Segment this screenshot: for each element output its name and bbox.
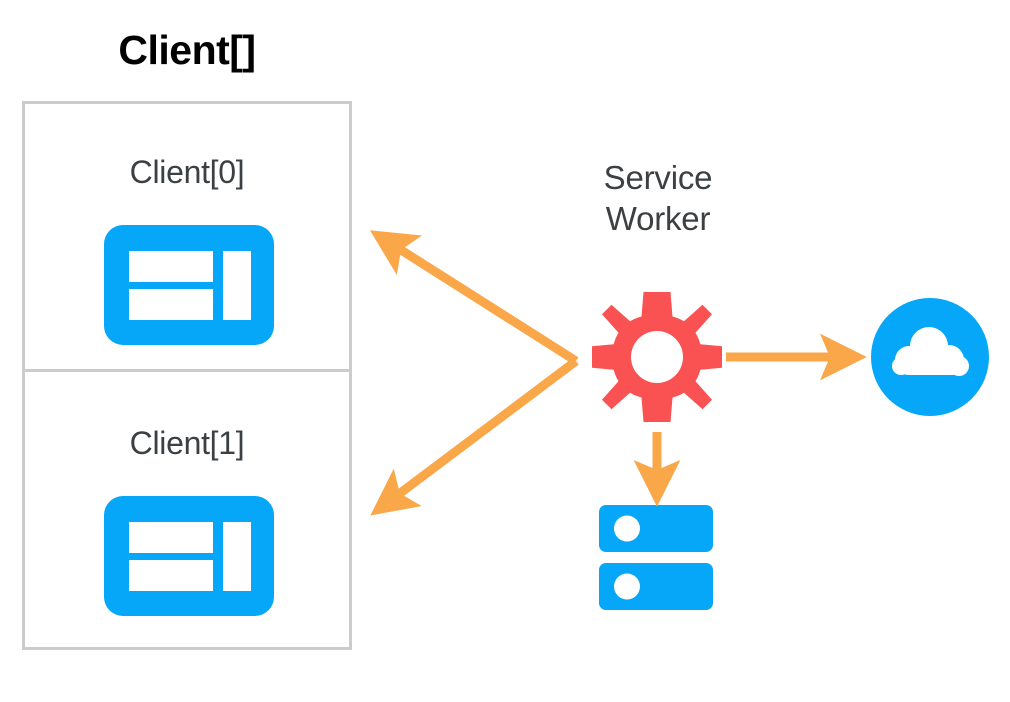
browser-window-icon [104, 225, 274, 345]
client-0-label: Client[0] [129, 154, 245, 190]
service-worker-label: Service Worker [538, 157, 778, 239]
arrow-service-worker-to-client-0 [369, 230, 579, 365]
server-database-icon [599, 505, 715, 611]
arrow-service-worker-to-client-1 [370, 357, 579, 516]
clients-array-title: Client[] [118, 27, 256, 73]
gear-icon [592, 292, 722, 422]
browser-window-icon [104, 496, 274, 616]
service-worker-label-line-2: Worker [605, 200, 711, 237]
client-cell-1[interactable]: Client[1] [25, 375, 349, 643]
service-worker-label-line-1: Service [603, 159, 713, 196]
clients-array-box: Client[0] Client[1] [22, 101, 352, 650]
client-cell-0[interactable]: Client[0] [25, 104, 349, 372]
client-1-label: Client[1] [129, 425, 245, 461]
cloud-icon [871, 298, 989, 416]
